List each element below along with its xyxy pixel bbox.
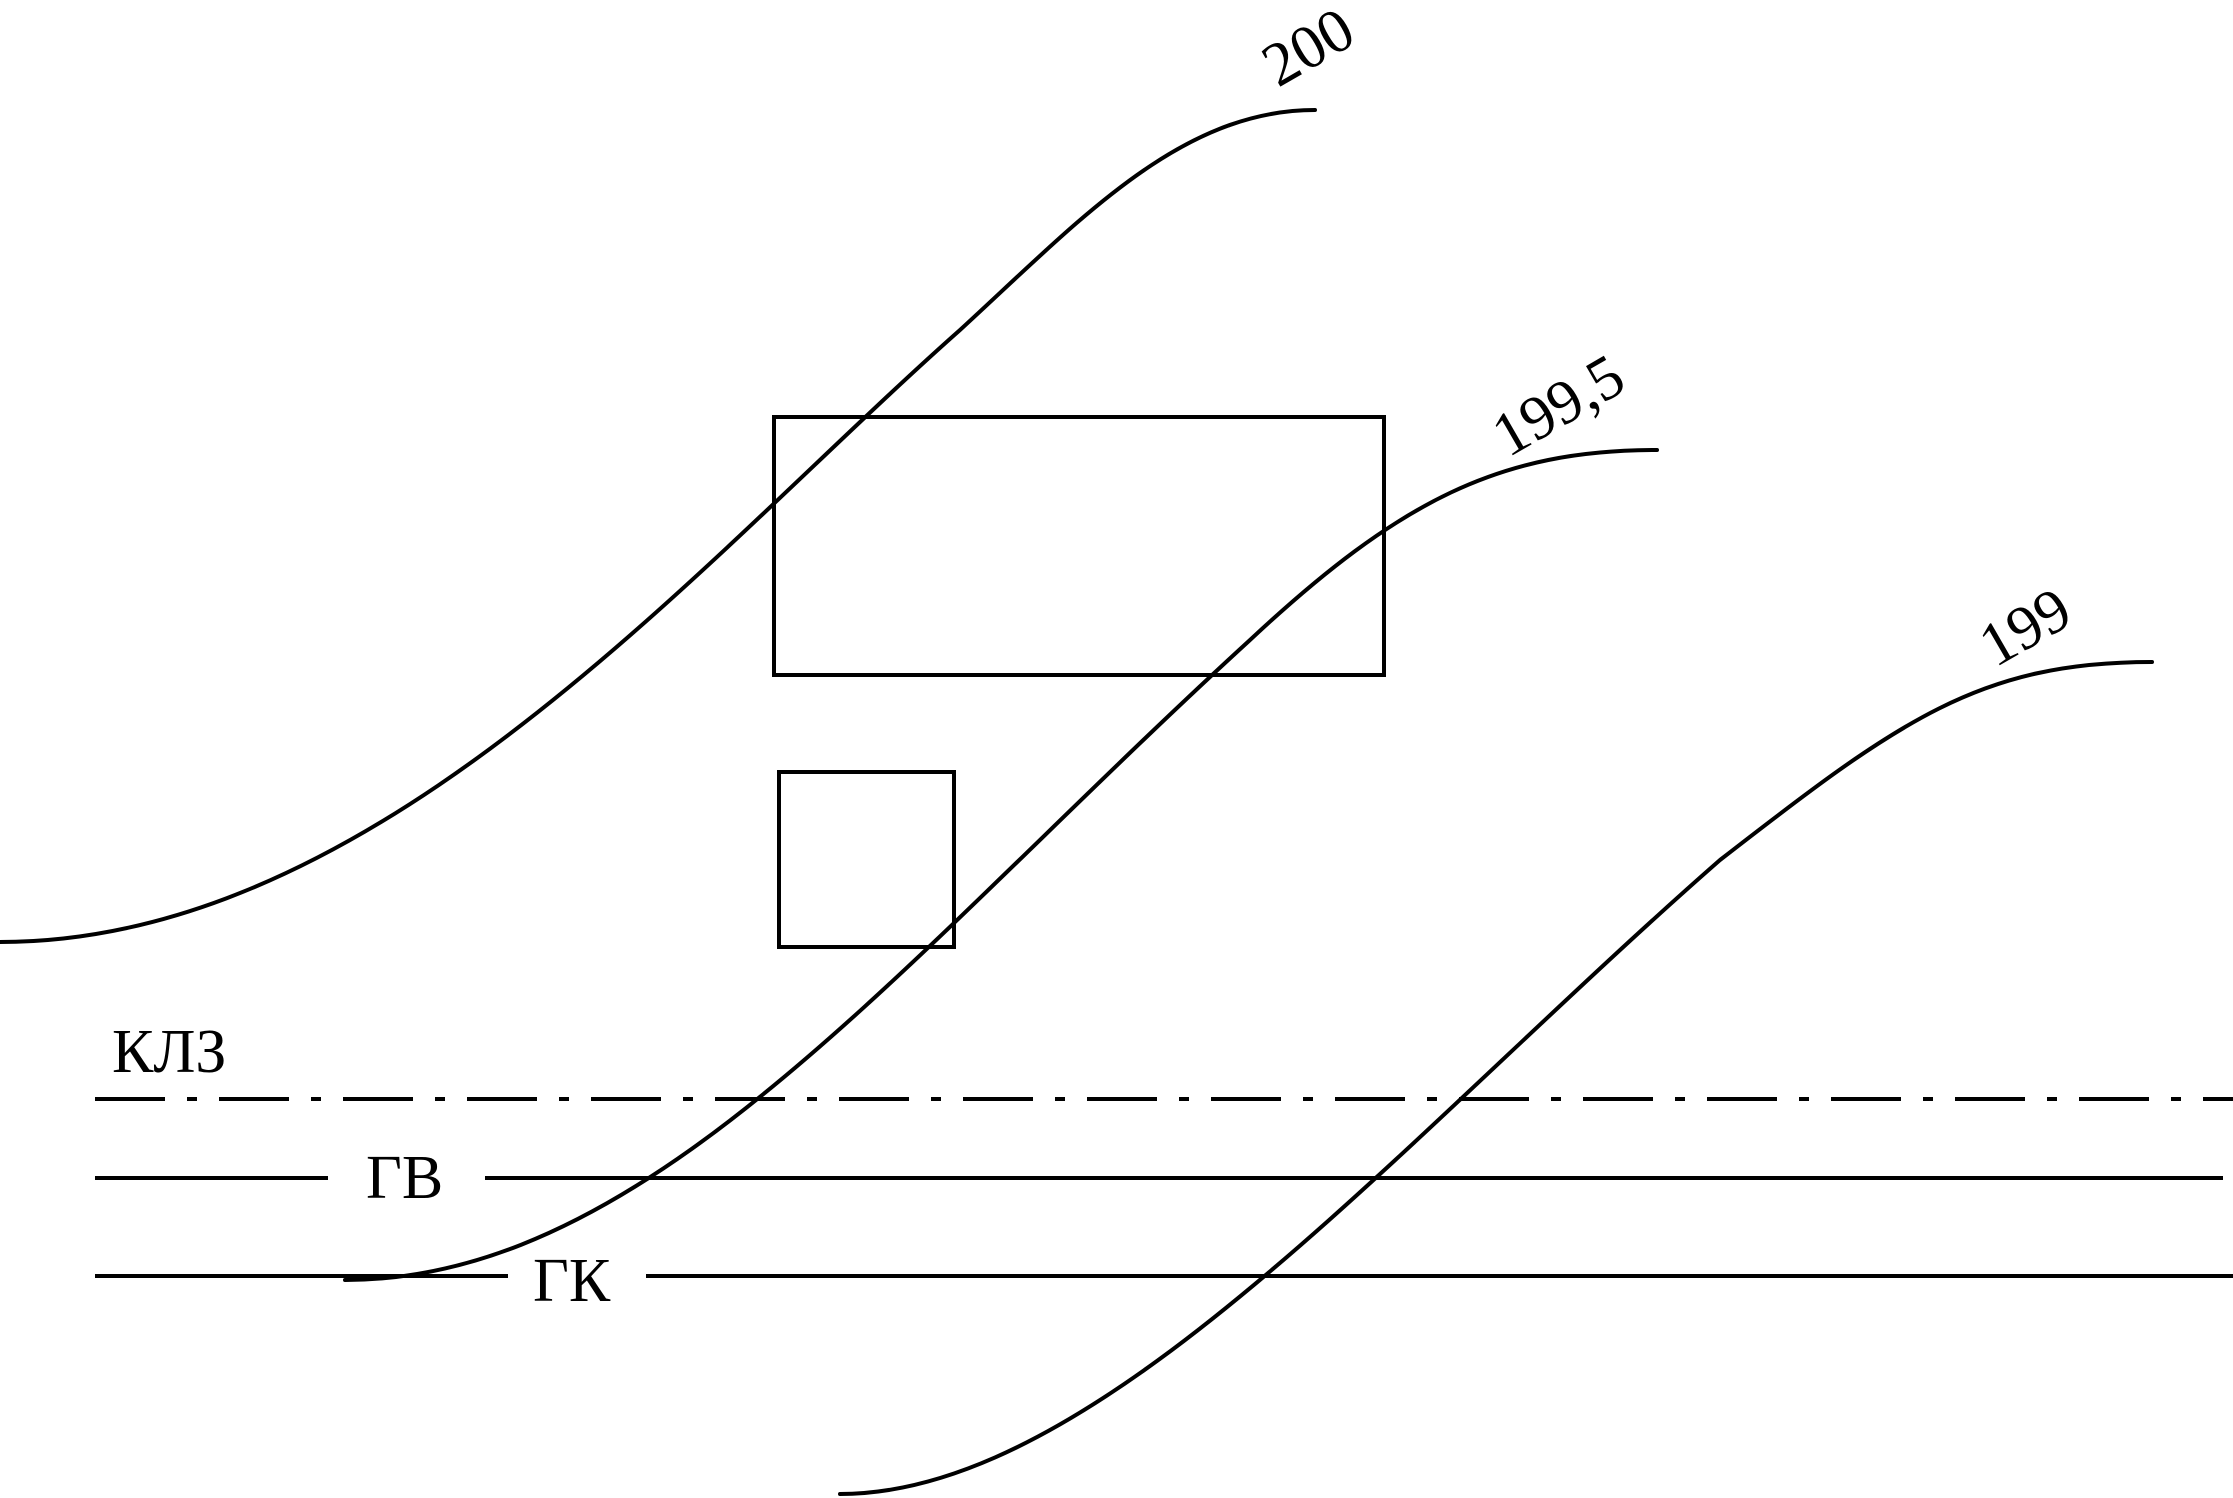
- building-small-square: [777, 770, 956, 949]
- line-label-klz: КЛЗ: [112, 1018, 226, 1086]
- contour-line-200: [0, 108, 1317, 944]
- contour-label-200: 200: [1251, 0, 1366, 100]
- building-large-rectangle: [772, 415, 1386, 677]
- line-label-gk: ГК: [533, 1247, 611, 1315]
- contour-label-199: 199: [1968, 575, 2083, 680]
- contour-line-199-5: [343, 448, 1659, 1282]
- contour-line-199: [838, 660, 2154, 1496]
- line-label-gv: ГВ: [366, 1144, 443, 1212]
